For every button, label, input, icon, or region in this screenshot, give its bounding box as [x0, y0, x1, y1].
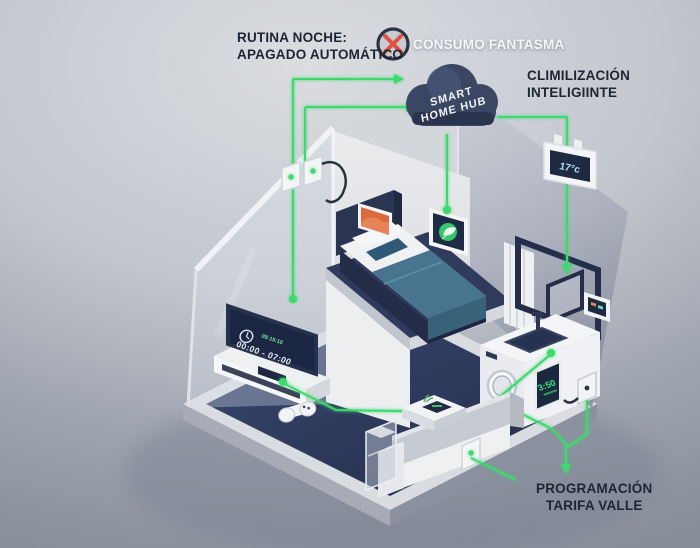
clock-hand — [245, 335, 250, 340]
loft-edge-left — [326, 268, 410, 350]
cabinet-top — [366, 426, 396, 438]
clock-hand — [245, 332, 249, 337]
couch-back — [392, 397, 510, 470]
washer-display — [535, 360, 561, 412]
cloud-shade — [412, 112, 494, 125]
climate-line1: CLIMILIZACIÓN — [527, 68, 631, 83]
line-washer-plug-branch — [567, 400, 588, 448]
roof-beam — [193, 125, 336, 273]
line-couch-plug-branch — [470, 457, 517, 481]
node-dot-panel — [443, 206, 451, 214]
window-area — [504, 235, 601, 341]
faucet-spout — [532, 312, 544, 316]
blanket-top — [372, 250, 486, 318]
thermostat-screen — [550, 150, 590, 182]
bed — [336, 190, 486, 344]
table-side-right — [434, 408, 466, 431]
plug-cable — [321, 161, 347, 204]
faucet — [536, 314, 540, 332]
sink-basin — [503, 326, 569, 354]
controller-button — [302, 405, 306, 409]
platform-side-right — [390, 404, 597, 526]
tablet — [422, 401, 452, 413]
table-plant — [423, 394, 434, 403]
offpeak-line2: TARIFA VALLE — [545, 498, 643, 513]
controller-grip — [278, 407, 296, 423]
plug-led — [288, 174, 294, 180]
night-routine-line2: APAGADO AUTOMÁTICO — [237, 47, 404, 62]
leaf-glyph — [443, 227, 456, 236]
platform-side-left — [183, 404, 390, 526]
smart-home-hub-cloud: SMART HOME HUB — [406, 64, 498, 126]
glass-cabinet — [365, 418, 397, 492]
thermostat: 17°c — [543, 134, 597, 190]
coffee-table — [402, 394, 466, 431]
plug-led — [468, 450, 474, 456]
plug-socket — [584, 385, 590, 391]
clock-icon — [239, 329, 254, 344]
climate-line2: INTELIGIINTE — [527, 85, 618, 100]
console-inset — [222, 364, 300, 399]
tv-console — [214, 344, 330, 406]
phantom-consumption-icon — [376, 27, 410, 61]
tv-screen — [226, 303, 318, 377]
night-routine-line1: RUTINA NOCHE: — [237, 30, 348, 45]
bed-frame-left — [340, 250, 428, 344]
cabinet-shelf — [367, 445, 395, 457]
smart-climate-label: CLIMILIZACIÓN INTELIGIINTE — [527, 67, 630, 101]
tv-stand — [258, 366, 286, 384]
cabinet-body — [365, 418, 397, 492]
blanket-front — [428, 296, 486, 340]
loft-support-wall — [326, 280, 410, 428]
thermostat-clip — [554, 134, 562, 145]
offpeak-schedule-label: PROGRAMACIÓN TARIFA VALLE — [536, 480, 652, 514]
node-dot-console — [279, 378, 287, 386]
thermostat-clip — [574, 139, 582, 150]
pillow-teal — [366, 238, 408, 261]
console-top — [214, 344, 330, 390]
phantom-consumption-label: CONSUMO FANTASMA — [413, 37, 565, 52]
glass-reflection — [214, 248, 257, 338]
plug-led — [310, 168, 316, 174]
art-detail — [361, 217, 389, 235]
wall-mini-display — [584, 292, 610, 322]
smart-plugs — [281, 154, 347, 204]
node-dot-tv — [289, 295, 297, 303]
cloud-highlight — [427, 67, 461, 101]
glass-edge — [186, 269, 198, 407]
mini-panel-pixel — [591, 302, 596, 307]
mini-panel-pixel — [598, 305, 603, 310]
mini-panel-screen — [588, 297, 606, 317]
controller-button — [307, 406, 310, 410]
line-hub-to-thermostat-window — [497, 116, 568, 266]
offpeak-line1: PROGRAMACIÓN — [536, 481, 653, 496]
phantom-x-stroke — [383, 34, 403, 54]
thermostat-reading-text: 17°c — [558, 161, 582, 176]
wall-art — [358, 203, 392, 238]
arrow-endpoint — [394, 74, 404, 84]
blanket-fold — [383, 261, 443, 285]
energy-panel — [429, 208, 468, 256]
node-dot-sink — [547, 349, 555, 357]
arrow-endpoint — [562, 264, 572, 275]
washer-controls — [486, 351, 497, 361]
plug-cable — [563, 397, 579, 404]
window-open-pane — [546, 269, 584, 325]
night-routine-label: RUTINA NOCHE: APAGADO AUTOMÁTICO — [237, 29, 403, 63]
leaf-stem — [441, 228, 456, 240]
washer-display-subline — [543, 389, 558, 396]
arrow-endpoint — [561, 464, 571, 474]
console-side — [306, 378, 330, 406]
game-controller — [278, 401, 317, 423]
line-floor-network — [282, 382, 567, 464]
couch-end — [510, 392, 524, 428]
table-side-left — [402, 408, 434, 431]
